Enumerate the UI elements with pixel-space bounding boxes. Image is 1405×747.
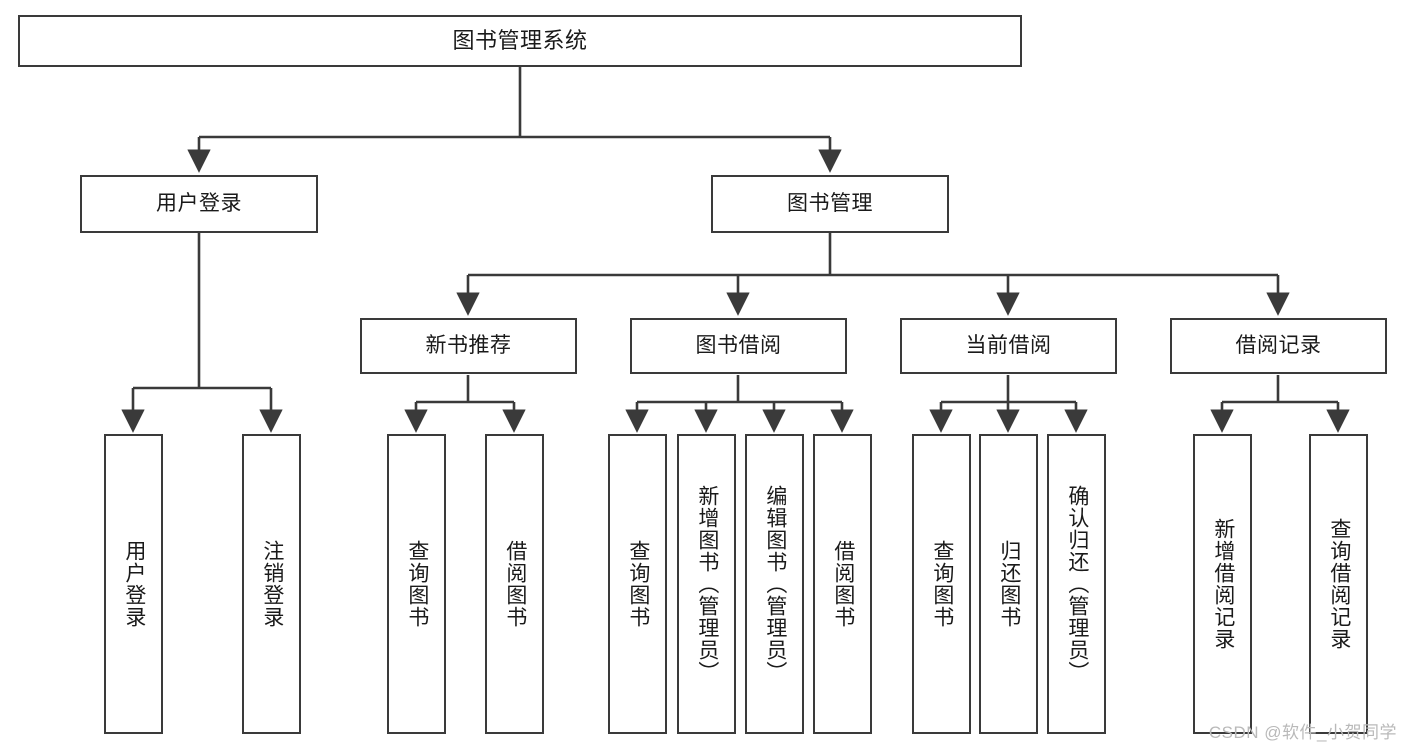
node-leaf-query-record-label: 查询借阅记录	[1327, 518, 1351, 650]
node-leaf-borrow-book-2-label: 借阅图书	[831, 540, 855, 628]
node-leaf-add-record[interactable]: 新增借阅记录	[1193, 434, 1252, 734]
node-borrow-record-label: 借阅记录	[1235, 334, 1322, 358]
node-leaf-edit-book-label: 编辑图书（管理员）	[763, 485, 787, 683]
node-leaf-query-book-3[interactable]: 查询图书	[912, 434, 971, 734]
node-leaf-borrow-book-1-label: 借阅图书	[503, 540, 527, 628]
node-leaf-user-login-label: 用户登录	[122, 540, 146, 628]
node-book-manage-label: 图书管理	[787, 192, 873, 216]
node-leaf-add-record-label: 新增借阅记录	[1211, 518, 1235, 650]
node-user-login[interactable]: 用户登录	[80, 175, 318, 233]
node-leaf-edit-book[interactable]: 编辑图书（管理员）	[745, 434, 804, 734]
node-leaf-logout-login[interactable]: 注销登录	[242, 434, 301, 734]
node-book-borrow-label: 图书借阅	[695, 334, 782, 358]
node-leaf-add-book-label: 新增图书（管理员）	[695, 485, 719, 683]
node-leaf-logout-login-label: 注销登录	[260, 540, 284, 628]
node-leaf-query-book-2[interactable]: 查询图书	[608, 434, 667, 734]
node-leaf-query-book-1-label: 查询图书	[405, 540, 429, 628]
node-root[interactable]: 图书管理系统	[18, 15, 1022, 67]
node-current-borrow[interactable]: 当前借阅	[900, 318, 1117, 374]
node-leaf-add-book[interactable]: 新增图书（管理员）	[677, 434, 736, 734]
node-leaf-user-login[interactable]: 用户登录	[104, 434, 163, 734]
node-leaf-query-book-3-label: 查询图书	[930, 540, 954, 628]
node-leaf-return-book-label: 归还图书	[997, 540, 1021, 628]
node-user-login-label: 用户登录	[156, 192, 242, 216]
node-new-book-recommend-label: 新书推荐	[425, 334, 512, 358]
node-book-manage[interactable]: 图书管理	[711, 175, 949, 233]
node-new-book-recommend[interactable]: 新书推荐	[360, 318, 577, 374]
node-leaf-return-book[interactable]: 归还图书	[979, 434, 1038, 734]
node-root-label: 图书管理系统	[452, 27, 588, 53]
node-leaf-borrow-book-2[interactable]: 借阅图书	[813, 434, 872, 734]
node-leaf-query-book-2-label: 查询图书	[626, 540, 650, 628]
node-leaf-borrow-book-1[interactable]: 借阅图书	[485, 434, 544, 734]
node-book-borrow[interactable]: 图书借阅	[630, 318, 847, 374]
watermark-text: CSDN @软件_小贺同学	[1208, 723, 1397, 742]
node-current-borrow-label: 当前借阅	[965, 334, 1052, 358]
node-borrow-record[interactable]: 借阅记录	[1170, 318, 1387, 374]
node-leaf-query-record[interactable]: 查询借阅记录	[1309, 434, 1368, 734]
node-leaf-confirm-return[interactable]: 确认归还（管理员）	[1047, 434, 1106, 734]
node-leaf-query-book-1[interactable]: 查询图书	[387, 434, 446, 734]
node-leaf-confirm-return-label: 确认归还（管理员）	[1065, 485, 1089, 683]
